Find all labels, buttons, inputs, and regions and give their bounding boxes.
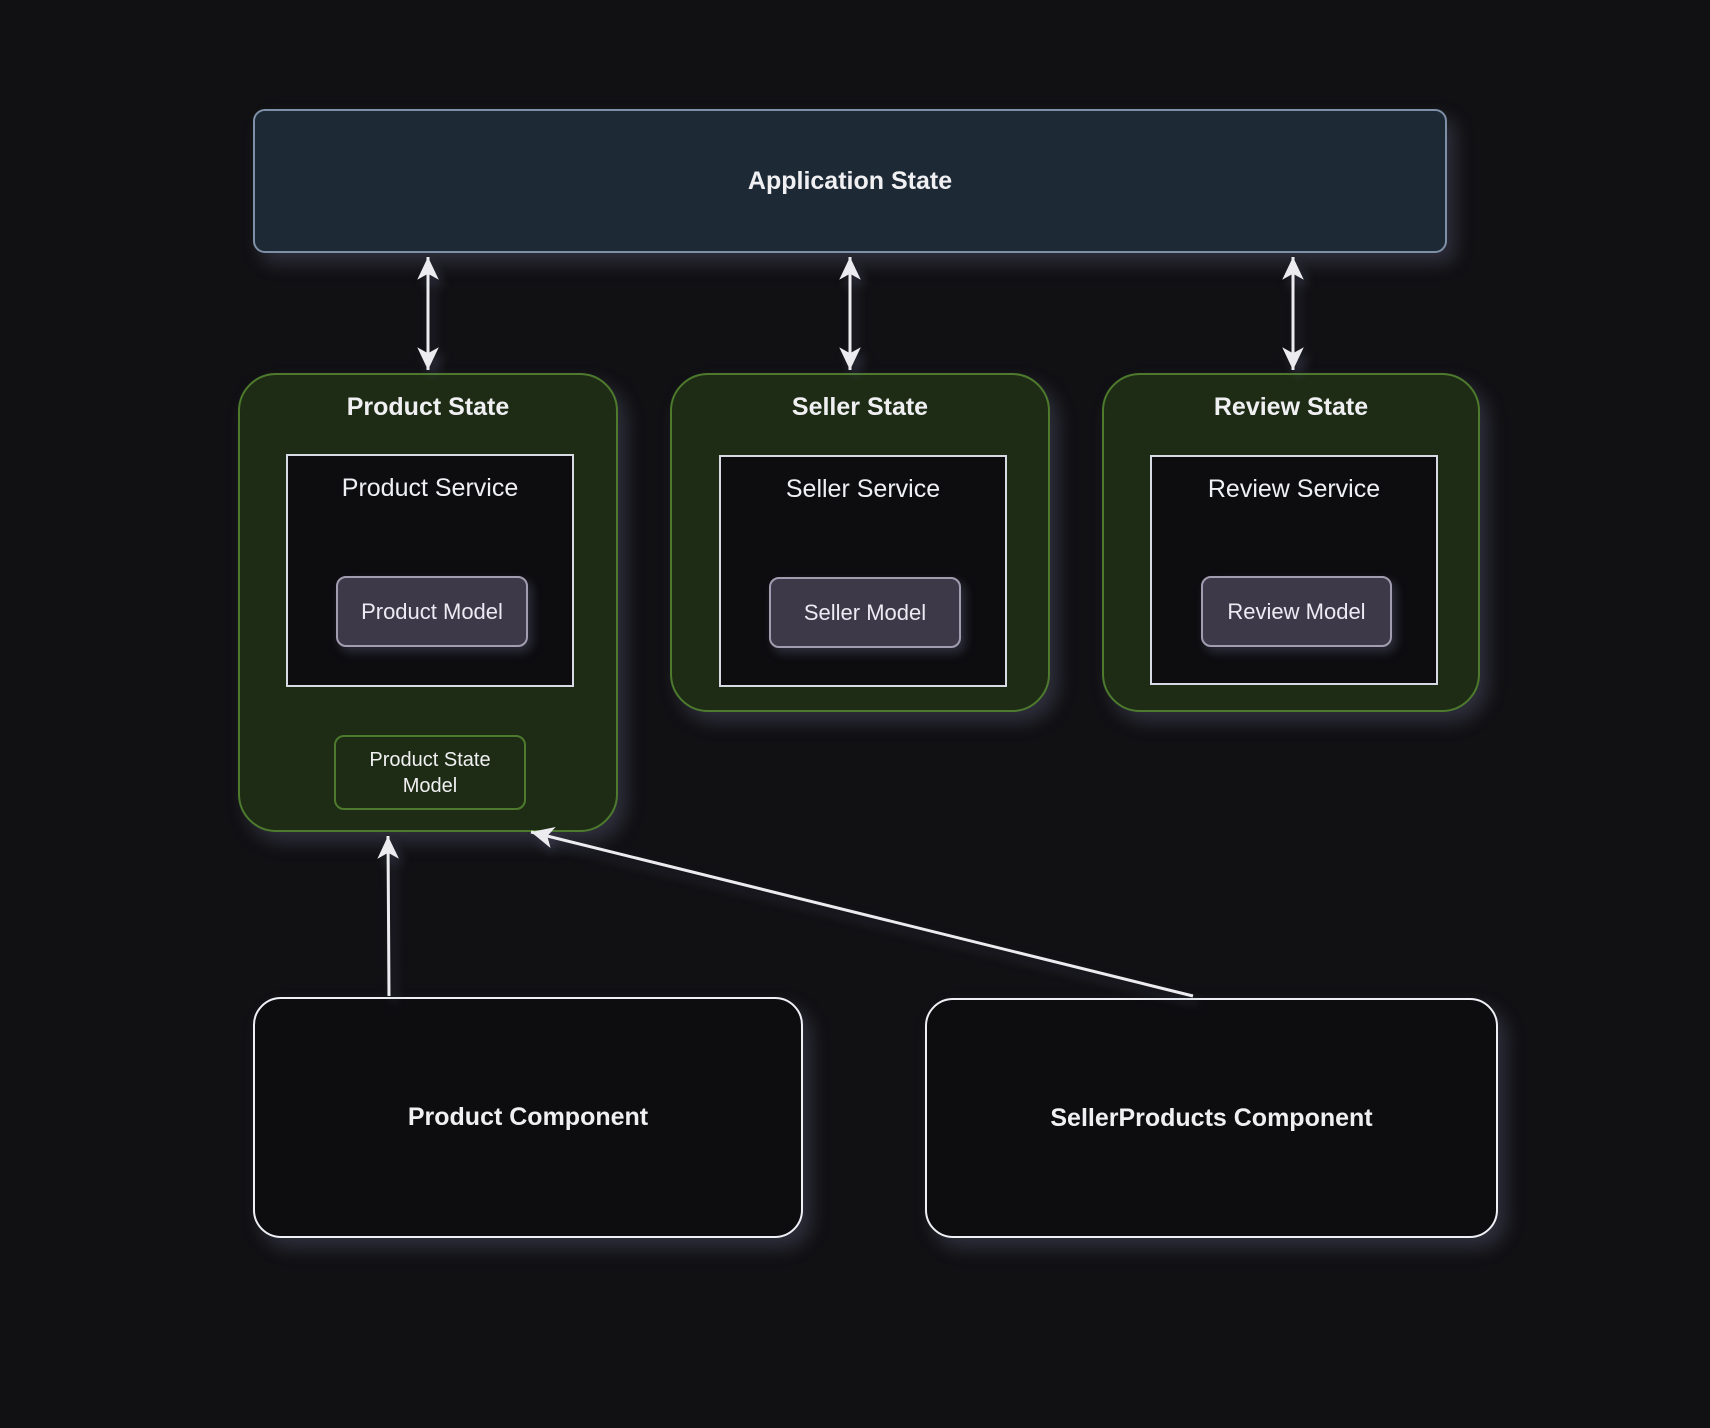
- seller-service-node: Seller Service Seller Model: [719, 455, 1007, 687]
- review-model-node: Review Model: [1201, 576, 1392, 647]
- seller-state-title: Seller State: [791, 393, 929, 421]
- product-state-model-node: Product State Model: [334, 735, 526, 810]
- sellerproducts-component-label: SellerProducts Component: [1050, 1103, 1373, 1132]
- product-component-label: Product Component: [407, 1103, 649, 1131]
- product-component-node: Product Component: [253, 997, 803, 1238]
- seller-service-title: Seller Service: [785, 475, 941, 503]
- review-model-label: Review Model: [1227, 598, 1366, 624]
- seller-model-label: Seller Model: [803, 599, 927, 625]
- product-state-model-label: Product State Model: [369, 748, 491, 797]
- product-state-title: Product State: [346, 393, 510, 421]
- seller-model-node: Seller Model: [769, 577, 961, 648]
- review-state-node: Review State Review Service Review Model: [1102, 373, 1480, 712]
- product-state-node: Product State Product Service Product Mo…: [238, 373, 618, 832]
- product-model-label: Product Model: [361, 598, 503, 624]
- sellerproducts-component-node: SellerProducts Component: [925, 998, 1498, 1238]
- review-service-node: Review Service Review Model: [1150, 455, 1438, 685]
- arrow-productcomponent-productstate: [377, 835, 399, 997]
- product-model-node: Product Model: [336, 576, 528, 647]
- arrow-sellerproductscomponent-productstate: [530, 826, 1194, 998]
- application-state-label: Application State: [747, 166, 953, 195]
- review-service-title: Review Service: [1207, 475, 1381, 503]
- review-state-title: Review State: [1213, 393, 1369, 421]
- product-service-title: Product Service: [341, 474, 519, 502]
- seller-state-node: Seller State Seller Service Seller Model: [670, 373, 1050, 712]
- application-state-node: Application State: [253, 109, 1447, 253]
- product-service-node: Product Service Product Model: [286, 454, 574, 687]
